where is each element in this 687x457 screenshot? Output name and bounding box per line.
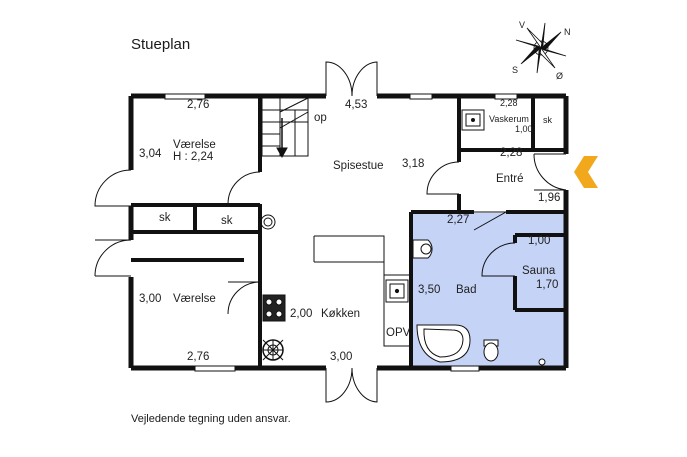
koekken-name: Køkken (321, 308, 360, 320)
bad-width: 2,27 (447, 214, 470, 226)
disclaimer: Vejledende tegning uden ansvar. (131, 413, 291, 425)
vaskerum-width: 2,28 (500, 98, 518, 108)
vaskerum-closet-label: sk (543, 115, 552, 125)
spisestue-width: 4,53 (345, 99, 368, 111)
koekken-width: 3,00 (330, 351, 353, 363)
sauna-name: Sauna (522, 265, 556, 277)
sauna-width: 1,00 (528, 235, 551, 247)
plan-title: Stueplan (131, 36, 191, 53)
vaerelse-top-name: Værelse (173, 139, 216, 151)
interior-walls (131, 96, 566, 368)
vaerelse-top-width: 2,76 (187, 99, 210, 111)
compass-icon (515, 22, 567, 74)
opv-label: OPV (386, 327, 411, 339)
sauna-depth: 1,70 (536, 279, 559, 291)
entre-depth: 1,96 (538, 192, 561, 204)
vaerelse-top-height: H : 2,24 (173, 151, 214, 163)
vaerelse-top-depth: 3,04 (139, 148, 162, 160)
compass-s: S (512, 65, 519, 75)
stairs-op-label: op (314, 112, 327, 124)
compass-n: N (564, 27, 571, 37)
entre-name: Entré (496, 173, 524, 185)
vaskerum-depth: 1,00 (515, 124, 533, 134)
vaerelse-bottom-name: Værelse (173, 293, 216, 305)
windows (164, 93, 518, 372)
bad-name: Bad (456, 284, 477, 296)
bad-depth: 3,50 (418, 284, 441, 296)
compass-o: Ø (556, 71, 564, 81)
spisestue-depth: 3,18 (402, 158, 425, 170)
koekken-depth: 2,00 (290, 308, 313, 320)
closet-label: sk (159, 212, 171, 224)
spisestue-name: Spisestue (333, 160, 384, 172)
doors (94, 61, 567, 403)
kitchen-counters (260, 214, 411, 361)
staircase (261, 97, 309, 159)
vaerelse-bottom-depth: 3,00 (139, 293, 162, 305)
closet-label: sk (221, 215, 233, 227)
entre-width: 2,28 (500, 147, 523, 159)
entry-arrow-icon (574, 156, 598, 188)
compass-v: V (519, 20, 526, 30)
bath-fixtures (412, 109, 546, 366)
vaskerum-name: Vaskerum (489, 114, 529, 124)
vaerelse-bottom-width: 2,76 (187, 351, 210, 363)
